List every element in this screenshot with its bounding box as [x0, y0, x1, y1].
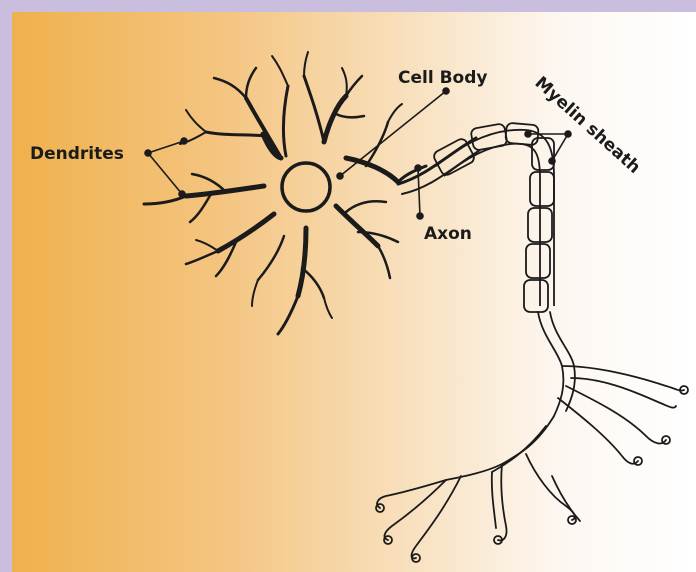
- myelin-sheath-segments: [432, 123, 554, 312]
- dendrites-dot: [145, 150, 151, 156]
- dendrites: [144, 52, 426, 334]
- axon-label: Axon: [424, 224, 472, 244]
- dendrites-leader-1: [148, 141, 184, 153]
- neuron-illustration: Dendrites Cell Body Axon Myelin sheath: [12, 12, 696, 572]
- myelin-sheath-label: Myelin sheath: [531, 73, 644, 178]
- nucleus: [282, 163, 330, 211]
- dendrites-leader-2: [148, 153, 182, 194]
- axon-terminals: [376, 312, 688, 562]
- neuron-diagram: Dendrites Cell Body Axon Myelin sheath: [12, 12, 696, 572]
- cell-body-leader: [340, 91, 446, 176]
- cell-body-label: Cell Body: [398, 68, 487, 88]
- soma: [186, 96, 398, 296]
- dendrites-label: Dendrites: [30, 144, 124, 164]
